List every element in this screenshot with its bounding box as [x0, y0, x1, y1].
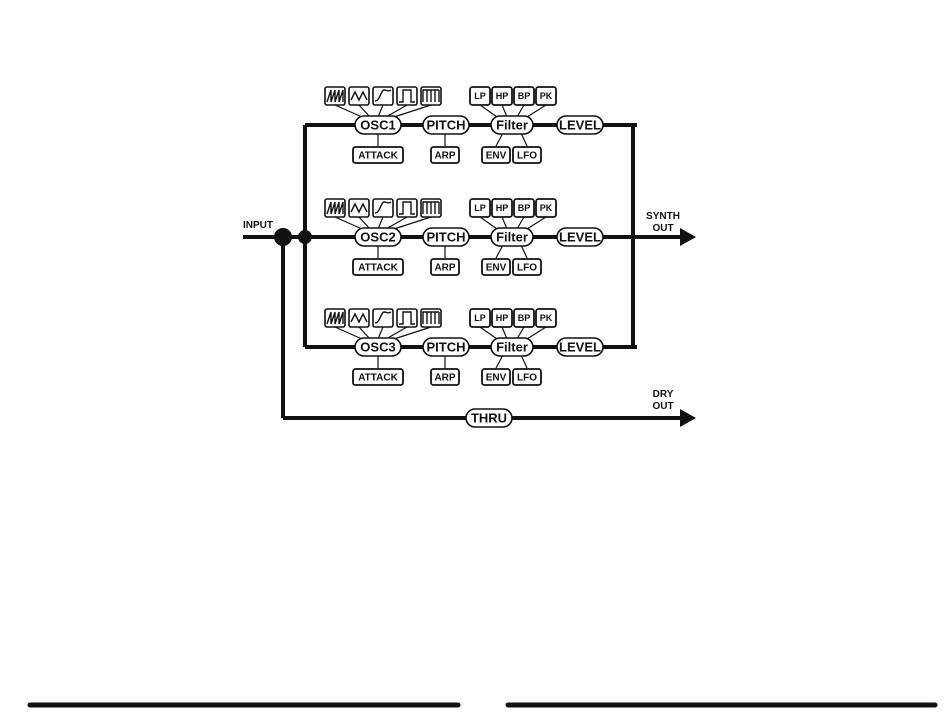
- pitch-2-label: PITCH: [427, 230, 466, 245]
- filter-2-label: Filter: [496, 230, 528, 245]
- dry-out-label-line2: OUT: [652, 401, 673, 412]
- env-1-box: ENV: [486, 151, 507, 162]
- osc-3-label: OSC3: [360, 340, 395, 355]
- filter-type-hp: HP: [496, 91, 509, 101]
- env-3-box: ENV: [486, 373, 507, 384]
- osc-connector: [335, 105, 362, 117]
- triangle-wave-icon: [349, 309, 369, 327]
- env-connector: [496, 355, 503, 368]
- filter-1-label: Filter: [496, 118, 528, 133]
- filter-connector: [480, 105, 497, 117]
- lfo-connector: [521, 133, 527, 146]
- input-label: INPUT: [243, 220, 273, 231]
- arp-2-box: ARP: [434, 263, 455, 274]
- filter-connector: [527, 327, 546, 339]
- lfo-3-box: LFO: [517, 373, 537, 384]
- triangle-wave-icon: [349, 87, 369, 105]
- dry-out-label-line1: DRY: [653, 389, 674, 400]
- attack-2-box: ATTACK: [358, 263, 398, 274]
- env-2-box: ENV: [486, 263, 507, 274]
- filter-connector: [480, 327, 497, 339]
- osc-connector: [335, 217, 362, 229]
- filter-type-bp: BP: [518, 203, 531, 213]
- env-connector: [496, 133, 503, 146]
- synth-out-label-line1: SYNTH: [646, 211, 680, 222]
- dry-out-arrow: [680, 409, 696, 427]
- lfo-connector: [521, 355, 527, 368]
- filter-type-lp: LP: [474, 91, 486, 101]
- osc-connector: [394, 217, 431, 229]
- filter-type-bp: BP: [518, 313, 531, 323]
- arp-1-box: ARP: [434, 151, 455, 162]
- attack-3-box: ATTACK: [358, 373, 398, 384]
- synth-out-arrow: [680, 228, 696, 246]
- pitch-1-label: PITCH: [427, 118, 466, 133]
- arp-3-box: ARP: [434, 373, 455, 384]
- filter-type-pk: PK: [540, 91, 553, 101]
- level-2-label: LEVEL: [559, 230, 601, 245]
- osc-2-label: OSC2: [360, 230, 395, 245]
- lfo-1-box: LFO: [517, 151, 537, 162]
- osc-connector: [394, 327, 431, 339]
- lfo-2-box: LFO: [517, 263, 537, 274]
- input-junction: [274, 228, 292, 246]
- filter-connector: [527, 217, 546, 229]
- attack-1-box: ATTACK: [358, 151, 398, 162]
- lfo-connector: [521, 245, 527, 258]
- filter-type-pk: PK: [540, 313, 553, 323]
- synth-out-label-line2: OUT: [652, 223, 673, 234]
- osc-connector: [394, 105, 431, 117]
- env-connector: [496, 245, 503, 258]
- filter-connector: [480, 217, 497, 229]
- level-1-label: LEVEL: [559, 118, 601, 133]
- osc-1-label: OSC1: [360, 118, 395, 133]
- filter-connector: [527, 105, 546, 117]
- triangle-wave-icon: [349, 199, 369, 217]
- filter-type-hp: HP: [496, 203, 509, 213]
- filter-type-hp: HP: [496, 313, 509, 323]
- level-3-label: LEVEL: [559, 340, 601, 355]
- filter-3-label: Filter: [496, 340, 528, 355]
- filter-type-lp: LP: [474, 313, 486, 323]
- filter-type-bp: BP: [518, 91, 531, 101]
- osc-connector: [335, 327, 362, 339]
- thru-label: THRU: [471, 411, 507, 426]
- pitch-3-label: PITCH: [427, 340, 466, 355]
- filter-type-lp: LP: [474, 203, 486, 213]
- filter-type-pk: PK: [540, 203, 553, 213]
